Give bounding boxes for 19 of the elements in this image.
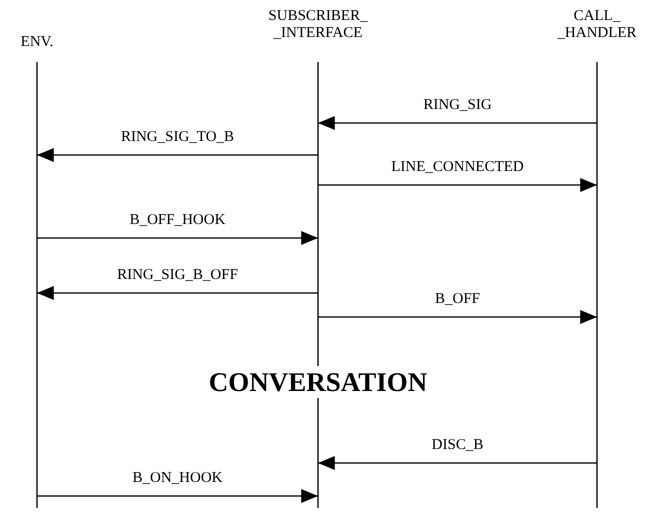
message-arrow	[318, 178, 597, 192]
message-arrow	[318, 116, 597, 130]
message-label: DISC_B	[430, 437, 486, 454]
lifeline-header: SUBSCRIBER_ _INTERFACE	[267, 8, 369, 42]
message-label: B_ON_HOOK	[130, 470, 224, 487]
message-label: RING_SIG	[421, 97, 494, 114]
lifeline-header: ENV.	[20, 34, 54, 51]
message-arrow	[37, 286, 318, 300]
message-label: LINE_CONNECTED	[389, 159, 526, 176]
message-arrow	[318, 310, 597, 324]
lifeline-header: CALL_ _HANDLER	[556, 8, 638, 42]
message-label: RING_SIG_B_OFF	[115, 267, 240, 284]
message-arrow	[37, 489, 318, 503]
message-arrow	[37, 231, 318, 245]
message-label: B_OFF_HOOK	[128, 212, 228, 229]
message-arrow	[318, 456, 597, 470]
message-label: B_OFF	[432, 291, 482, 308]
message-arrow	[37, 148, 318, 162]
message-label: RING_SIG_TO_B	[118, 129, 236, 146]
